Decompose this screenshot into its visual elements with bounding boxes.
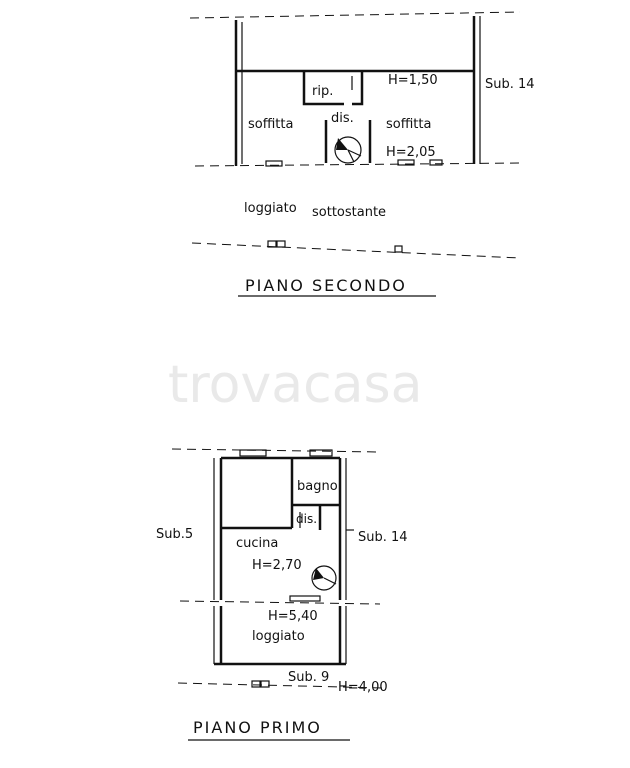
pillar-mark: [394, 245, 403, 253]
boundary-bottom-line: [177, 682, 383, 689]
label-sub14: Sub. 14: [358, 530, 408, 545]
label-dis-top: dis.: [331, 111, 354, 126]
label-sub14-top: Sub. 14: [485, 77, 535, 92]
boundary-top-line: [171, 448, 381, 453]
label-h270: H=2,70: [252, 558, 302, 573]
window-mark: [429, 159, 443, 166]
label-loggiato: loggiato: [252, 629, 305, 644]
loggiato-boundary-line: [191, 242, 521, 259]
label-sub5: Sub.5: [156, 527, 193, 542]
label-bagno: bagno: [297, 479, 338, 494]
door-mark: [289, 595, 321, 602]
label-soffitta-left: soffitta: [248, 117, 293, 132]
label-loggiato-top: loggiato: [244, 201, 297, 216]
label-h205: H=2,05: [386, 145, 436, 160]
label-h400: H=4,00: [338, 680, 388, 695]
spiral-stair: [311, 565, 337, 591]
boundary-middle-line: [179, 600, 381, 605]
piano-primo-plan: bagno dis. Sub.5 Sub. 14 cucina H=2,70 H…: [156, 448, 408, 741]
label-dis: dis.: [296, 512, 317, 526]
boundary-bottom-line: [194, 162, 521, 167]
boundary-top-line: [189, 11, 521, 19]
pillar-mark: [260, 680, 270, 688]
window-mark: [397, 159, 415, 166]
ripostiglio-walls-right: [352, 71, 364, 106]
window-mark: [239, 449, 267, 457]
stair-step: [347, 149, 355, 163]
spiral-stair-core: [313, 568, 324, 580]
label-h150: H=1,50: [388, 73, 438, 88]
title-piano-secondo: PIANO SECONDO: [245, 276, 407, 295]
window-mark: [309, 449, 333, 457]
label-cucina: cucina: [236, 536, 278, 551]
pillar-mark: [276, 240, 286, 248]
label-sottostante: sottostante: [312, 205, 386, 220]
pillar-mark: [251, 680, 261, 688]
label-sub9: Sub. 9: [288, 670, 329, 685]
stair-step: [323, 577, 337, 585]
label-rip: rip.: [312, 84, 333, 99]
label-soffitta-right: soffitta: [386, 117, 431, 132]
label-h540: H=5,40: [268, 609, 318, 624]
watermark-text: trovacasa: [168, 355, 423, 415]
ripostiglio-walls: [302, 71, 344, 106]
piano-secondo-plan: Sub. 14 rip. H=1,50 dis. soffitta soffit…: [189, 11, 535, 297]
window-mark: [265, 160, 283, 167]
spiral-stair-core: [336, 138, 348, 150]
stair-step: [347, 149, 362, 157]
pillar-mark: [267, 240, 277, 248]
spiral-stair: [334, 136, 362, 164]
title-piano-primo: PIANO PRIMO: [193, 718, 322, 737]
